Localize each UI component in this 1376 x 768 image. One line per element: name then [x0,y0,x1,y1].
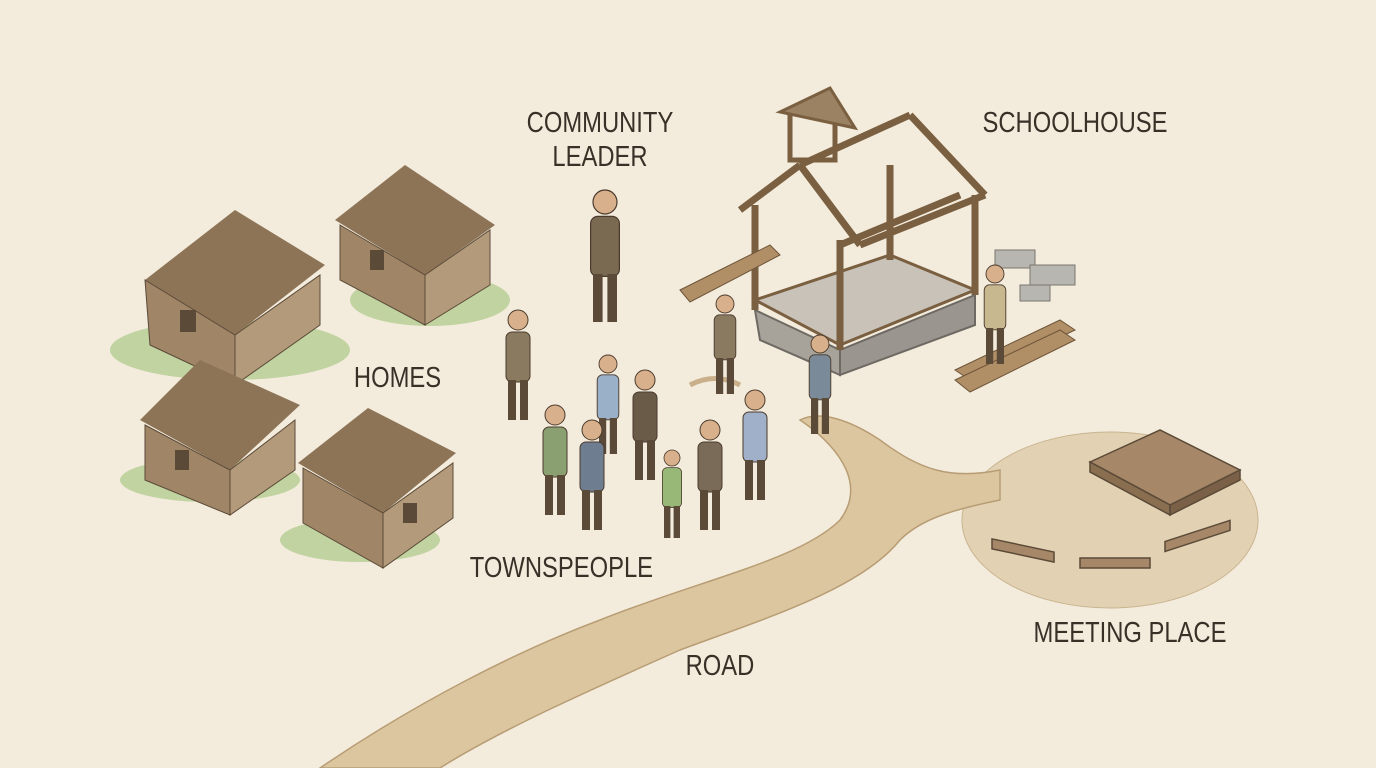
home-cabin [298,408,456,569]
person-figure [697,419,723,530]
person-figure [589,189,621,322]
person-figure [661,449,683,538]
home-cabin [144,210,325,386]
label-road: ROAD [685,650,755,682]
person-figure [542,404,568,515]
label-homes: HOMES [353,362,442,394]
meeting-platform [1088,429,1242,517]
benches [991,519,1231,569]
label-community-leader: COMMUNITY LEADER [518,106,682,174]
person-figure [579,419,605,530]
label-line: COMMUNITY [526,107,674,139]
home-cabin [140,360,300,516]
person-figure [596,354,620,454]
person-figure [808,334,832,434]
person-figure [632,369,658,480]
stone-pile [994,249,1076,302]
road [318,415,1001,768]
person-figure [742,389,768,500]
label-meeting-place: MEETING PLACE [1033,617,1227,649]
label-schoolhouse: SCHOOLHOUSE [982,107,1168,139]
label-line: LEADER [552,141,648,173]
townspeople-figures [505,189,1007,538]
person-figure [505,309,531,420]
person-figure [983,264,1007,364]
label-townspeople: TOWNSPEOPLE [469,552,654,584]
person-figure [713,294,737,394]
schoolhouse-frame [737,86,988,377]
home-cabin [335,165,495,326]
lumber-pile [679,244,1077,393]
